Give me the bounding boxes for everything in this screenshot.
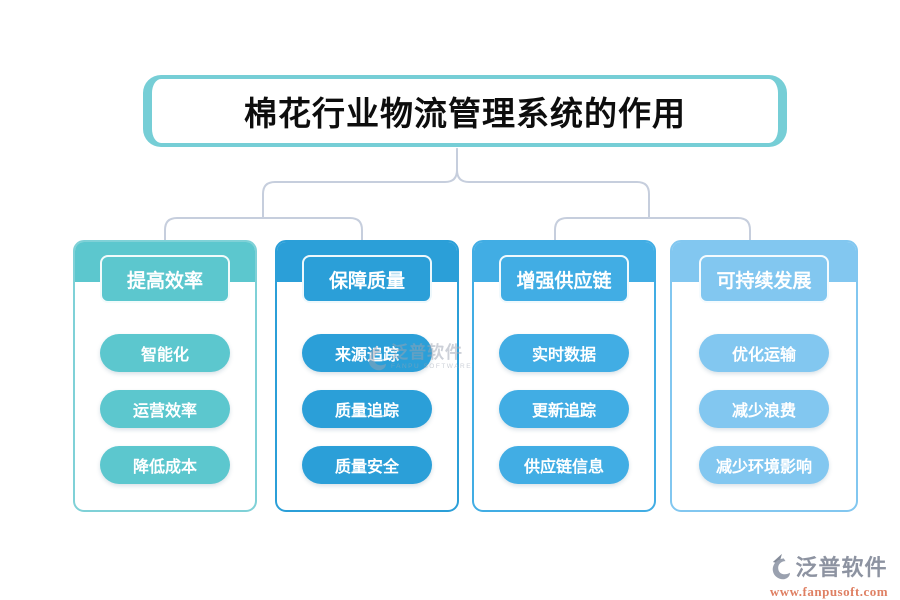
footer-watermark: 泛普软件 www.fanpusoft.com [766, 550, 892, 600]
leaf-node: 质量追踪 [302, 390, 432, 428]
leaf-node: 运营效率 [100, 390, 230, 428]
branch-header: 提高效率 [100, 255, 230, 303]
leaf-node: 质量安全 [302, 446, 432, 484]
leaf-node: 来源追踪 [302, 334, 432, 372]
leaf-node: 智能化 [100, 334, 230, 372]
branch-header: 增强供应链 [499, 255, 629, 303]
leaf-node: 减少环境影响 [699, 446, 829, 484]
branch-card-quality: 保障质量 来源追踪 质量追踪 质量安全 [275, 240, 459, 512]
leaf-node: 降低成本 [100, 446, 230, 484]
leaf-node: 实时数据 [499, 334, 629, 372]
leaf-node: 减少浪费 [699, 390, 829, 428]
fanpu-logo-icon [773, 553, 791, 579]
branch-header: 可持续发展 [699, 255, 829, 303]
leaf-node: 更新追踪 [499, 390, 629, 428]
leaf-node: 优化运输 [699, 334, 829, 372]
branch-card-sustainability: 可持续发展 优化运输 减少浪费 减少环境影响 [670, 240, 858, 512]
leaf-node: 供应链信息 [499, 446, 629, 484]
branch-card-efficiency: 提高效率 智能化 运营效率 降低成本 [73, 240, 257, 512]
brand-name: 泛普软件 [795, 555, 888, 580]
branch-header: 保障质量 [302, 255, 432, 303]
brand-url: www.fanpusoft.com [769, 584, 889, 599]
branch-card-supply-chain: 增强供应链 实时数据 更新追踪 供应链信息 [472, 240, 656, 512]
page-title: 棉花行业物流管理系统的作用 [244, 95, 686, 132]
diagram-title-node: 棉花行业物流管理系统的作用 [143, 75, 787, 147]
